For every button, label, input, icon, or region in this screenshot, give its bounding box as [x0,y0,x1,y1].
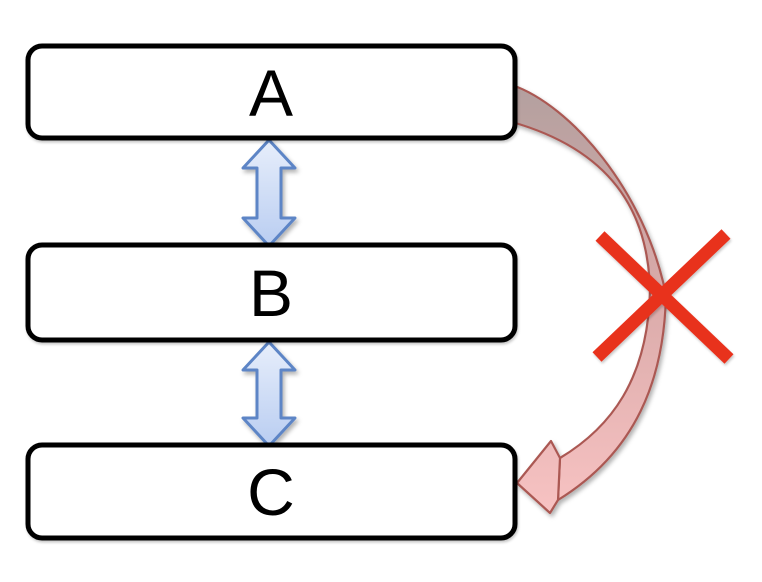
x-stroke-2 [592,229,731,362]
node-b-box [25,242,518,343]
curved-arrow-head [515,439,562,515]
node-c: C [25,442,518,541]
x-mark-icon [592,229,734,364]
curved-arrow-a-to-c [510,83,668,515]
node-c-label: C [247,455,295,529]
node-a-label: A [249,56,293,130]
node-b-label: B [249,256,293,330]
node-a-box [25,43,518,141]
node-c-box [25,442,518,541]
double-arrow-a-b-icon [241,138,297,248]
double-arrow-b-c-icon [241,340,297,448]
node-a: A [25,43,518,141]
node-b: B [25,242,518,343]
curved-arrow-body [510,83,668,502]
